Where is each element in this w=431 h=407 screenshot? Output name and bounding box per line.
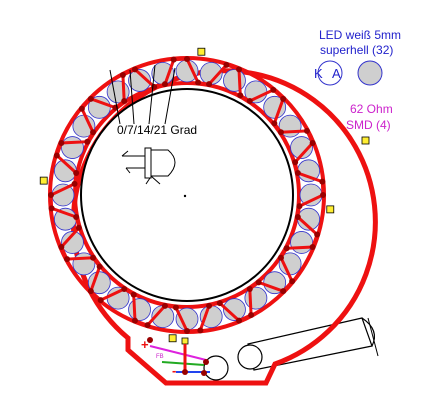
solder-pad [84, 138, 91, 145]
led [223, 298, 246, 321]
solder-pad [58, 244, 65, 251]
solder-pad [172, 304, 179, 311]
solder-pad [161, 81, 168, 88]
cathode-letter: K [314, 66, 323, 81]
solder-pad [90, 129, 97, 136]
solder-pad [48, 205, 55, 212]
solder-pad [303, 127, 310, 134]
solder-pad [314, 231, 321, 238]
solder-pad [184, 328, 190, 334]
ring-resistors [39, 47, 335, 343]
solder-pad [289, 278, 296, 285]
solder-pad [87, 95, 94, 102]
solder-pad [294, 169, 301, 176]
tube-handle [237, 317, 379, 371]
solder-pad [246, 98, 253, 105]
center-mark [183, 194, 187, 198]
smd-resistor [326, 205, 335, 214]
led [128, 298, 151, 321]
solder-pad [206, 302, 213, 309]
solder-pad [236, 66, 243, 73]
smd-resistor [168, 334, 177, 343]
solder-pad [78, 105, 85, 112]
solder-pad [197, 327, 204, 334]
solder-pad [48, 192, 54, 198]
led-legend-symbol-ka [317, 60, 343, 86]
solder-pad [292, 159, 299, 166]
inner-hole-edge-black [80, 88, 294, 302]
solder-pad [216, 300, 223, 307]
solder-pad [131, 317, 138, 324]
solder-pad [131, 66, 138, 73]
minus-terminal-label: - [172, 363, 176, 378]
solder-pad [87, 288, 94, 295]
solder-pad [53, 152, 60, 159]
led [290, 231, 313, 254]
solder-pad [195, 79, 202, 86]
solder-pad [271, 120, 278, 127]
angle-pointer-lines [109, 64, 176, 125]
solder-pad [283, 245, 290, 252]
smd-resistor [39, 176, 48, 185]
solder-pad [119, 72, 126, 79]
anode-letter: A [332, 66, 341, 81]
solder-pad [296, 203, 303, 210]
solder-pad [73, 214, 80, 221]
smd-resistor [197, 47, 206, 56]
connector-tab [147, 337, 229, 381]
led [290, 136, 313, 159]
solder-pad [161, 302, 168, 309]
led-legend-symbol-gray [357, 60, 383, 86]
solder-pad [206, 81, 213, 88]
resistor-legend-symbol [361, 136, 370, 145]
solder-pad [248, 311, 255, 318]
solder-pad [130, 291, 137, 298]
led [61, 136, 84, 159]
resistor-legend-line2: SMD (4) [346, 118, 391, 132]
inner-hole-edge-red [73, 81, 301, 309]
solder-pad [58, 139, 65, 146]
solder-pad [280, 288, 287, 295]
solder-pad [64, 256, 71, 263]
solder-pad [309, 244, 316, 251]
solder-pad [90, 254, 97, 261]
led [223, 69, 246, 92]
solder-pad [73, 169, 80, 176]
solder-pad [277, 254, 284, 261]
plus-terminal-label: + [141, 337, 149, 352]
led-sideview-icon [121, 147, 176, 185]
solder-pad [121, 285, 128, 292]
fb-label: FB [156, 354, 164, 360]
solder-pad [96, 263, 103, 270]
solder-pad [255, 279, 262, 286]
solder-pad [184, 56, 190, 62]
solder-pad [270, 86, 277, 93]
solder-pad [97, 297, 104, 304]
led [61, 231, 84, 254]
led-zigzag-traces [48, 56, 326, 334]
solder-pad [170, 56, 177, 63]
solder-pad [280, 95, 287, 102]
solder-pad [319, 178, 326, 185]
solder-pad [121, 98, 128, 105]
solder-pad [223, 61, 230, 68]
led-legend-line2: superhell (32) [320, 43, 393, 57]
solder-pad [309, 139, 316, 146]
resistor-legend-line1: 62 Ohm [350, 102, 393, 116]
solder-pad [237, 92, 244, 99]
led [128, 69, 151, 92]
solder-pad [144, 322, 151, 329]
solder-pad [71, 180, 78, 187]
solder-pad [246, 285, 253, 292]
solder-pad [294, 214, 301, 221]
solder-pad [320, 192, 326, 198]
solder-pad [236, 317, 243, 324]
solder-pad [277, 129, 284, 136]
led-legend-line1: LED weiß 5mm [319, 28, 401, 42]
angle-label: 0/7/14/21 Grad [117, 123, 197, 137]
solder-pad [75, 224, 82, 231]
